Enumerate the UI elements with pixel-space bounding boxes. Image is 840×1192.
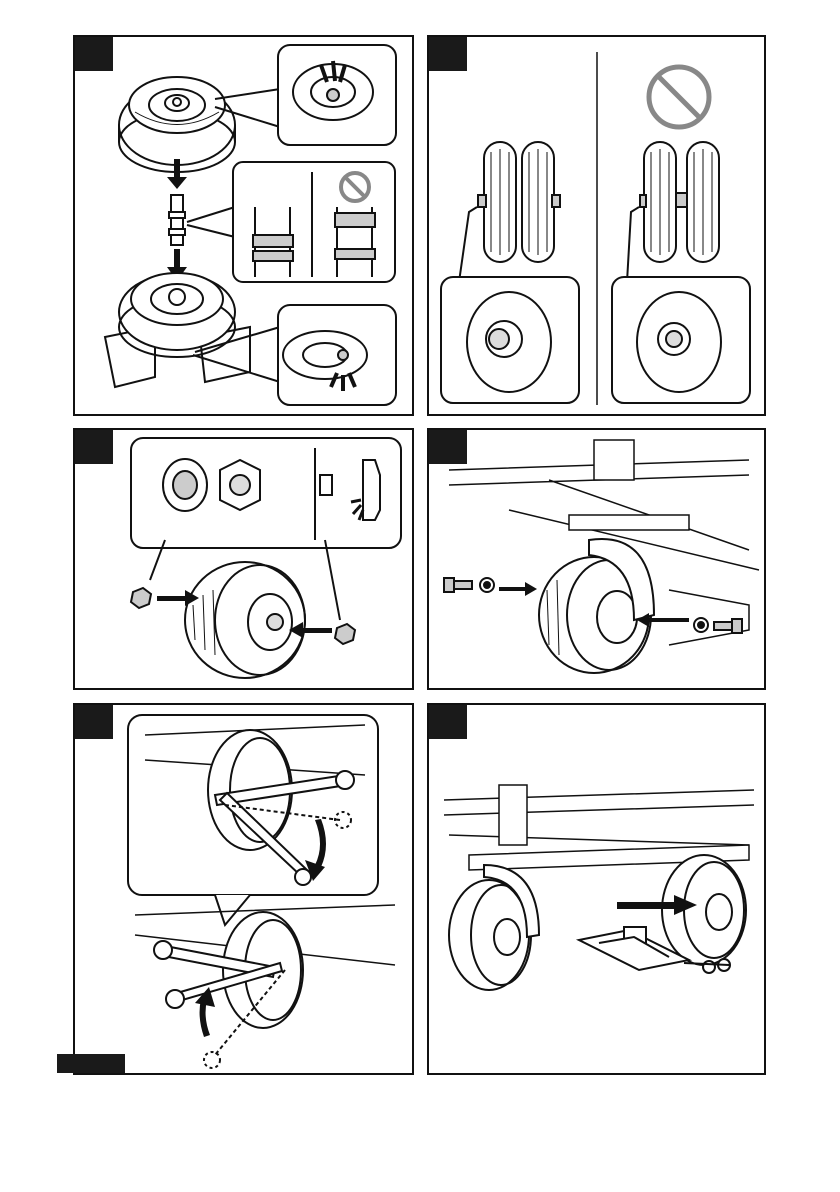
caster-bolt-illustration xyxy=(429,430,766,690)
panel-4-caster-bolts xyxy=(427,428,766,690)
bolt-right xyxy=(694,618,742,633)
panel-6-remove-jack xyxy=(427,703,766,1075)
caster-wheel-left xyxy=(449,865,539,990)
wheel-pair-correct xyxy=(441,142,579,403)
panel-3-axle-nuts xyxy=(73,428,414,690)
axle-nut-illustration xyxy=(75,430,414,690)
lower-wheel-with-wrenches xyxy=(135,905,395,1068)
nut-left xyxy=(131,588,151,608)
caster-wheel xyxy=(539,539,654,673)
remove-jack-illustration xyxy=(429,705,766,1075)
tightening-illustration xyxy=(75,705,414,1075)
panel-1-hub-assembly xyxy=(73,35,414,416)
wheel-spacing-illustration xyxy=(429,37,766,416)
panel-5-tighten-wrenches xyxy=(73,703,414,1075)
wheel-front-view xyxy=(185,562,305,678)
prohibited-icon xyxy=(649,67,709,127)
bolt-left xyxy=(444,578,494,592)
wheel-pair-prohibited xyxy=(612,142,750,403)
callout-bearing-top xyxy=(215,45,396,145)
nut-right xyxy=(335,624,355,644)
page-tab xyxy=(57,1054,125,1073)
arrow-right-icon xyxy=(499,582,537,596)
panel-2-wheel-spacing xyxy=(427,35,766,416)
callout-spacer-comparison xyxy=(187,162,395,282)
lower-wheel-on-block xyxy=(105,273,250,387)
hub-assembly-illustration xyxy=(75,37,414,416)
upper-wheel xyxy=(119,77,235,172)
axle-shaft xyxy=(169,195,185,245)
callout-wrench-detail xyxy=(128,715,378,895)
